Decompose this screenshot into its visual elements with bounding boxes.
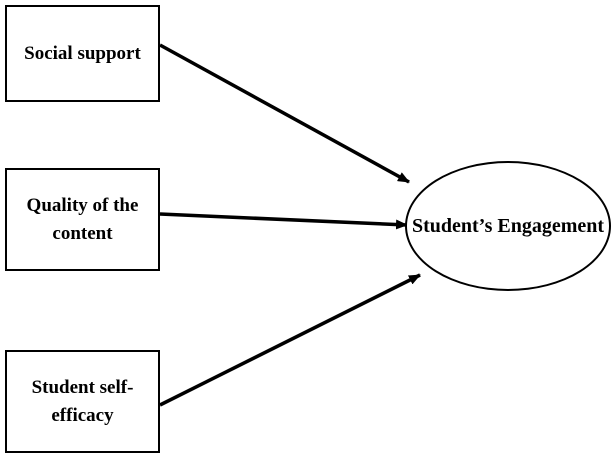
predictor-box-student-self-efficacy: Student self-efficacy (5, 350, 160, 453)
arrow-social-to-engagement (159, 43, 410, 184)
predictor-box-social-support: Social support (5, 5, 160, 102)
predictor-box-quality-of-content: Quality of the content (5, 168, 160, 271)
outcome-label: Student’s Engagement (411, 214, 605, 237)
arrow-quality-to-engagement (159, 212, 408, 230)
predictor-label: Student self-efficacy (31, 376, 134, 426)
outcome-ellipse-student-engagement: Student’s Engagement (405, 161, 611, 291)
arrow-efficacy-to-engagement (159, 273, 421, 407)
predictor-label: Quality of the content (26, 194, 139, 244)
predictor-label: Social support (24, 42, 141, 64)
